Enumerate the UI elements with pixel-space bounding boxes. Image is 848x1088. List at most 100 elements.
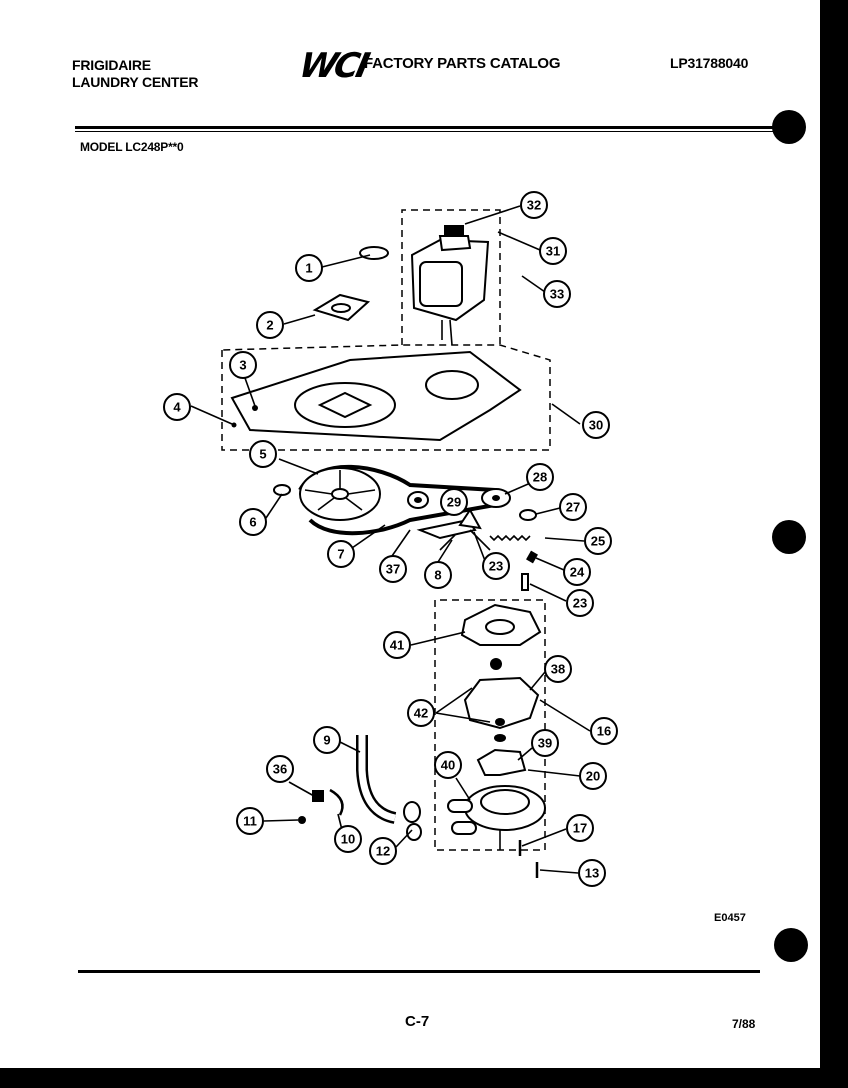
svg-text:28: 28 [533, 470, 547, 485]
svg-text:9: 9 [323, 733, 330, 748]
clip [519, 509, 537, 521]
callout-9: 9 [313, 726, 341, 754]
callout-13: 13 [578, 859, 606, 887]
base-plate [230, 350, 522, 442]
callout-39: 39 [531, 729, 559, 757]
callout-3: 3 [229, 351, 257, 379]
clip-small [312, 790, 324, 802]
brand-name: FRIGIDAIRE [72, 57, 151, 73]
svg-text:6: 6 [249, 515, 256, 530]
callout-8: 8 [424, 561, 452, 589]
svg-text:12: 12 [376, 844, 390, 859]
svg-text:13: 13 [585, 866, 599, 881]
dashed-group-base [221, 344, 551, 451]
svg-text:37: 37 [386, 562, 400, 577]
binder-hole-bottom [774, 928, 808, 962]
svg-text:38: 38 [551, 662, 565, 677]
svg-text:36: 36 [273, 762, 287, 777]
model-label: MODEL LC248P**0 [80, 140, 184, 154]
callout-40: 40 [434, 751, 462, 779]
callout-7: 7 [327, 540, 355, 568]
svg-text:20: 20 [586, 769, 600, 784]
svg-text:30: 30 [589, 418, 603, 433]
catalog-date: 7/88 [732, 1017, 756, 1031]
svg-text:8: 8 [434, 568, 441, 583]
callout-31: 31 [539, 237, 567, 265]
callout-25: 25 [584, 527, 612, 555]
dashed-group-pump [434, 599, 546, 851]
callout-33: 33 [543, 280, 571, 308]
callout-29: 29 [440, 488, 468, 516]
svg-text:5: 5 [259, 447, 266, 462]
callout-23-upper: 23 [482, 552, 510, 580]
dashed-group-motor [401, 209, 501, 345]
page-number: C-7 [405, 1013, 430, 1030]
callout-4: 4 [163, 393, 191, 421]
coupling [526, 550, 538, 564]
callout-38: 38 [544, 655, 572, 683]
svg-text:1: 1 [305, 261, 312, 276]
svg-text:17: 17 [573, 821, 587, 836]
callout-23-lower: 23 [566, 589, 594, 617]
pin [521, 573, 529, 591]
pump-gasket [463, 676, 540, 730]
scan-border-bottom [0, 1068, 848, 1088]
header-rule-thin [75, 131, 775, 132]
drain-hose [356, 735, 397, 824]
product-line: LAUNDRY CENTER [72, 74, 199, 90]
header-rule [75, 126, 775, 129]
callout-41: 41 [383, 631, 411, 659]
svg-text:23: 23 [573, 596, 587, 611]
callout-6: 6 [239, 508, 267, 536]
leader-lines [190, 205, 591, 874]
callout-16: 16 [590, 717, 618, 745]
svg-text:33: 33 [550, 287, 564, 302]
svg-text:32: 32 [527, 198, 541, 213]
svg-text:11: 11 [243, 814, 257, 829]
svg-text:16: 16 [597, 724, 611, 739]
svg-text:42: 42 [414, 706, 428, 721]
callout-11: 11 [236, 807, 264, 835]
diagram-code: E0457 [714, 912, 746, 924]
callout-27: 27 [559, 493, 587, 521]
svg-text:7: 7 [337, 547, 344, 562]
catalog-title: FACTORY PARTS CATALOG [364, 55, 561, 72]
brand-block: FRIGIDAIRE LAUNDRY CENTER [72, 57, 199, 91]
svg-text:10: 10 [341, 832, 355, 847]
footer-rule [78, 970, 760, 973]
pump-cover [460, 603, 542, 670]
svg-text:39: 39 [538, 736, 552, 751]
callout-17: 17 [566, 814, 594, 842]
idler-arm [416, 508, 491, 551]
pump-body [447, 785, 546, 850]
svg-text:29: 29 [447, 495, 461, 510]
hose-bracket [329, 788, 344, 816]
callout-10: 10 [334, 825, 362, 853]
motor-mount-pad [312, 293, 371, 322]
washer [273, 484, 291, 496]
callout-42: 42 [407, 699, 435, 727]
callout-1: 1 [295, 254, 323, 282]
callout-28: 28 [526, 463, 554, 491]
idler-pulley [407, 491, 429, 509]
motor-assembly [410, 225, 490, 346]
callout-30: 30 [582, 411, 610, 439]
callout-24: 24 [563, 558, 591, 586]
svg-text:27: 27 [566, 500, 580, 515]
impeller [476, 748, 527, 776]
svg-text:41: 41 [390, 638, 404, 653]
svg-text:31: 31 [546, 244, 560, 259]
motor-pulley [481, 488, 511, 508]
callout-2: 2 [256, 311, 284, 339]
hose-clamp [403, 801, 422, 841]
svg-text:40: 40 [441, 758, 455, 773]
callout-12: 12 [369, 837, 397, 865]
svg-text:4: 4 [173, 400, 181, 415]
binder-hole-middle [772, 520, 806, 554]
screw-small [298, 816, 306, 824]
svg-text:25: 25 [591, 534, 605, 549]
svg-text:2: 2 [266, 318, 273, 333]
drive-pulley [298, 464, 496, 536]
callout-37: 37 [379, 555, 407, 583]
